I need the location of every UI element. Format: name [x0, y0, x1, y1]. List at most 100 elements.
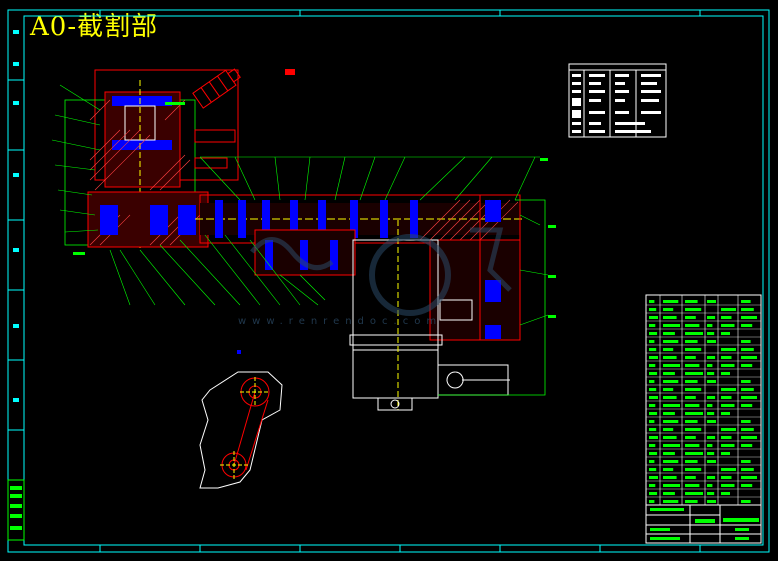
parts-list-cell: [685, 420, 698, 423]
parts-list-cell: [663, 420, 679, 423]
parts-list-cell: [707, 356, 716, 359]
parts-list-cell: [663, 436, 677, 439]
parts-list-cell: [707, 484, 713, 487]
tech-requirements-table: [568, 63, 667, 138]
parts-list-cell: [685, 500, 698, 503]
parts-list-cell: [741, 316, 757, 319]
parts-list-cell: [649, 372, 658, 375]
left-margin-ticks: [8, 79, 24, 431]
parts-list-cell: [721, 468, 736, 471]
parts-list-cell: [663, 356, 677, 359]
parts-list-cell: [685, 484, 700, 487]
parts-list-cell: [707, 340, 716, 343]
parts-list-cell: [685, 300, 698, 303]
parts-list-cell: [685, 460, 698, 463]
parts-list-cell: [649, 484, 656, 487]
parts-list-cell: [721, 308, 736, 311]
parts-list-cell: [707, 444, 713, 447]
parts-list-cell: [663, 340, 679, 343]
parts-list-cell: [685, 476, 696, 479]
parts-list-cell: [685, 428, 702, 431]
parts-list-cell: [721, 372, 730, 375]
arm-detail-view: [199, 371, 283, 489]
inner-frame: [23, 15, 764, 546]
parts-list-cell: [685, 404, 700, 407]
parts-list-cell: [649, 420, 655, 423]
parts-list-cell: [707, 300, 716, 303]
parts-list-cell: [685, 444, 700, 447]
parts-list-cell: [685, 340, 698, 343]
drawing-title: A0-截割部: [30, 12, 159, 42]
parts-list-cell: [663, 412, 675, 415]
parts-list-cell: [721, 444, 735, 447]
parts-list-cell: [649, 500, 655, 503]
parts-list-cell: [741, 396, 757, 399]
parts-list-cell: [741, 420, 751, 423]
parts-list-cell: [741, 348, 754, 351]
parts-list-cell: [649, 332, 658, 335]
parts-list-cell: [721, 356, 732, 359]
parts-list-cell: [649, 468, 657, 471]
parts-list-cell: [649, 444, 656, 447]
parts-list-cell: [663, 404, 680, 407]
parts-list-cell: [707, 372, 715, 375]
parts-list-cell: [663, 372, 675, 375]
parts-list-cell: [707, 500, 716, 503]
parts-list-cell: [721, 412, 730, 415]
parts-list-cell: [741, 404, 753, 407]
parts-list-cell: [721, 388, 736, 391]
parts-list-cell: [741, 476, 757, 479]
parts-list-cell: [649, 308, 657, 311]
parts-list-cell: [685, 492, 703, 495]
parts-list-cell: [649, 412, 658, 415]
parts-list-table: [645, 294, 762, 506]
detail-marker: [237, 350, 241, 354]
parts-list-cell: [663, 316, 677, 319]
parts-list-cell: [649, 348, 657, 351]
parts-list-cell: [707, 324, 713, 327]
parts-list-cell: [721, 476, 732, 479]
parts-list-cell: [685, 332, 703, 335]
parts-list-cell: [741, 428, 754, 431]
parts-list-cell: [663, 476, 677, 479]
parts-list-cell: [707, 396, 716, 399]
parts-list-rows: [646, 300, 761, 506]
watermark-text: www.renrendoc.com: [238, 316, 443, 327]
watermark-logo: [250, 227, 512, 316]
parts-list-cell: [741, 468, 754, 471]
parts-list-cell: [649, 364, 656, 367]
parts-list-cell: [685, 356, 696, 359]
parts-list-cell: [649, 356, 658, 359]
parts-list-cell: [721, 364, 735, 367]
parts-list-cell: [741, 500, 751, 503]
parts-list-cell: [663, 468, 674, 471]
parts-list-cell: [685, 468, 702, 471]
parts-list-cell: [707, 420, 716, 423]
parts-list-cell: [649, 452, 658, 455]
parts-list-cell: [741, 340, 751, 343]
parts-list-cell: [721, 316, 732, 319]
parts-list-cell: [721, 348, 736, 351]
parts-list-cell: [721, 396, 732, 399]
parts-list-cell: [707, 452, 715, 455]
parts-list-cell: [685, 308, 702, 311]
parts-list-cell: [685, 380, 698, 383]
parts-list-cell: [649, 300, 655, 303]
parts-list-cell: [741, 388, 754, 391]
parts-list-cell: [721, 484, 735, 487]
parts-list-cell: [707, 332, 715, 335]
leader-lines: [51, 84, 549, 326]
parts-list-cell: [685, 316, 696, 319]
parts-list-cell: [741, 444, 753, 447]
parts-list-cell: [649, 476, 658, 479]
parts-list-cell: [685, 388, 702, 391]
parts-list-cell: [649, 380, 655, 383]
parts-list-cell: [663, 452, 675, 455]
parts-list-cell: [707, 476, 716, 479]
parts-list-cell: [663, 428, 674, 431]
parts-list-cell: [649, 324, 656, 327]
parts-list-cell: [663, 500, 679, 503]
parts-list-cell: [741, 364, 753, 367]
parts-list-cell: [707, 460, 716, 463]
